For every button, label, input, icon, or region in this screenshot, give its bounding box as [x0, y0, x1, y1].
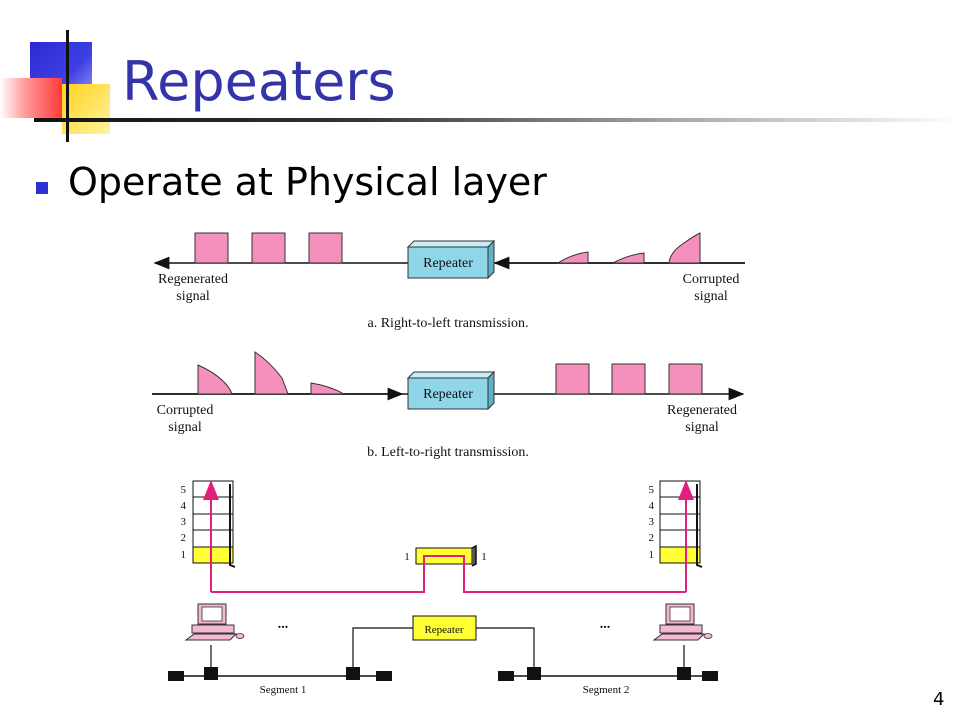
corrupted-pulse: [612, 252, 645, 264]
repeater-device-label: Repeater: [424, 624, 463, 636]
panel-b-caption: b. Left-to-right transmission.: [367, 445, 529, 460]
path-line: [211, 555, 686, 593]
panel-a: Repeater Regenerated signal Corrupted si…: [153, 232, 745, 331]
svg-text:4: 4: [649, 500, 655, 512]
repeater-box-a: Repeater: [406, 239, 496, 280]
regenerated-pulse: [194, 232, 229, 264]
repeater-box-b: Repeater: [406, 370, 496, 411]
panel-c: 5 4 3 2 1 5 4 3 2 1 1 1: [168, 480, 718, 696]
decor-red-bar: [0, 78, 62, 118]
right-layer-stack: 5 4 3 2 1: [649, 480, 703, 568]
page-number: 4: [933, 689, 945, 710]
segment-2-label: Segment 2: [583, 684, 630, 696]
decor-vertical-line: [66, 30, 69, 142]
ellipsis-right: ...: [600, 617, 611, 632]
regenerated-pulse: [251, 232, 286, 264]
signal-label: signal: [168, 420, 202, 435]
signal-label: signal: [694, 289, 728, 304]
svg-text:2: 2: [649, 532, 655, 544]
svg-text:3: 3: [181, 516, 187, 528]
title-underline: [34, 118, 960, 122]
svg-text:1: 1: [181, 549, 187, 561]
bullet-square-icon: [36, 182, 48, 194]
svg-text:2: 2: [181, 532, 187, 544]
decor-yellow-square: [62, 84, 110, 134]
signal-label: signal: [176, 289, 210, 304]
computer-icon-right: [652, 603, 713, 641]
corrupted-label: Corrupted: [683, 272, 740, 287]
segment-1-label: Segment 1: [260, 684, 307, 696]
regenerated-pulse: [668, 363, 703, 395]
regenerated-pulse: [308, 232, 343, 264]
computer-icon-left: [184, 603, 245, 641]
bullet-text: Operate at Physical layer: [68, 160, 547, 204]
regenerated-label: Regenerated: [667, 403, 737, 418]
slide-title: Repeaters: [122, 50, 396, 113]
corrupted-pulse: [668, 232, 701, 264]
panel-b: Repeater Corrupted signal Regenerated si…: [152, 351, 745, 460]
corrupted-pulse: [254, 351, 289, 395]
ellipsis-left: ...: [278, 617, 289, 632]
svg-text:1: 1: [404, 551, 410, 563]
svg-text:4: 4: [181, 500, 187, 512]
left-layer-stack: 5 4 3 2 1: [181, 480, 236, 568]
regenerated-pulse: [555, 363, 590, 395]
svg-text:1: 1: [481, 551, 487, 563]
repeater-label: Repeater: [423, 387, 473, 402]
svg-text:3: 3: [649, 516, 655, 528]
corrupted-pulse: [556, 251, 589, 264]
corrupted-pulse: [197, 364, 233, 395]
corrupted-label: Corrupted: [157, 403, 214, 418]
corrupted-pulse: [310, 382, 346, 395]
regenerated-pulse: [611, 363, 646, 395]
signal-label: signal: [685, 420, 719, 435]
regenerated-label: Regenerated: [158, 272, 228, 287]
panel-a-caption: a. Right-to-left transmission.: [368, 316, 529, 331]
svg-text:5: 5: [181, 484, 187, 496]
repeater-label: Repeater: [423, 256, 473, 271]
svg-text:1: 1: [649, 549, 655, 561]
svg-text:5: 5: [649, 484, 655, 496]
